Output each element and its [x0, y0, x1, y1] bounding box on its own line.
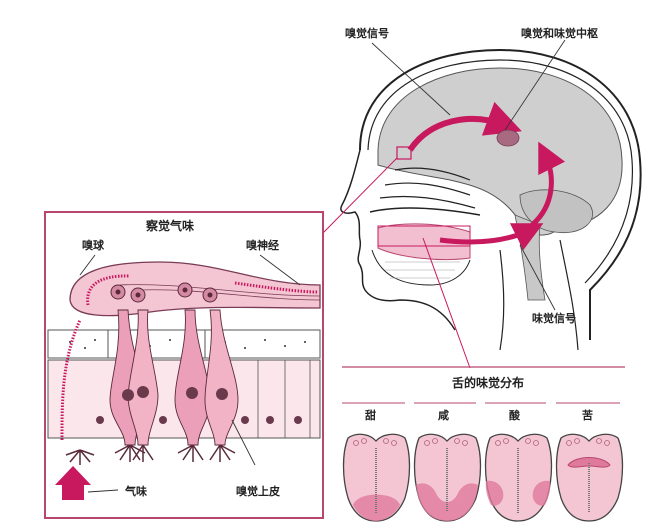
label-olfactory-bulb: 嗅球 — [82, 239, 104, 252]
olfactory-signal-arrow — [407, 101, 522, 152]
label-olfactory-epithelium: 嗅觉上皮 — [236, 485, 280, 498]
tongue-label-sweet: 甜 — [365, 409, 376, 422]
signal-arrows — [407, 101, 566, 251]
tongue-map — [342, 366, 625, 404]
head-leader-lines — [371, 39, 566, 311]
label-olfactory-nerve: 嗅神经 — [246, 239, 279, 252]
tongue-bitter — [555, 433, 624, 522]
odor-arrow — [55, 466, 91, 500]
taste-to-center-arrow — [530, 141, 566, 227]
tongue-sour — [484, 433, 553, 522]
tongue-label-sour: 酸 — [509, 409, 520, 422]
label-olfactory-signal: 嗅觉信号 — [345, 27, 389, 40]
olfactory-bulb — [69, 261, 321, 317]
taste-signal-arrow — [439, 223, 544, 251]
smell-taste-center — [496, 129, 520, 147]
tongue-shapes — [342, 433, 624, 522]
label-smell-taste-center: 嗅觉和味觉中枢 — [521, 27, 598, 40]
inset-connectors — [322, 157, 471, 369]
label-taste-signal: 味觉信号 — [532, 312, 576, 325]
label-odor: 气味 — [125, 485, 147, 498]
tongue-label-salty: 咸 — [438, 409, 449, 422]
inset-title: 察觉气味 — [146, 219, 195, 233]
tongue-map-title: 舌的味觉分布 — [452, 376, 525, 390]
tongue-salty — [413, 433, 482, 522]
smell-inset — [44, 211, 324, 519]
tongue-label-bitter: 苦 — [582, 409, 593, 422]
head-illustration — [340, 48, 642, 351]
tongue-sweet — [342, 433, 411, 522]
